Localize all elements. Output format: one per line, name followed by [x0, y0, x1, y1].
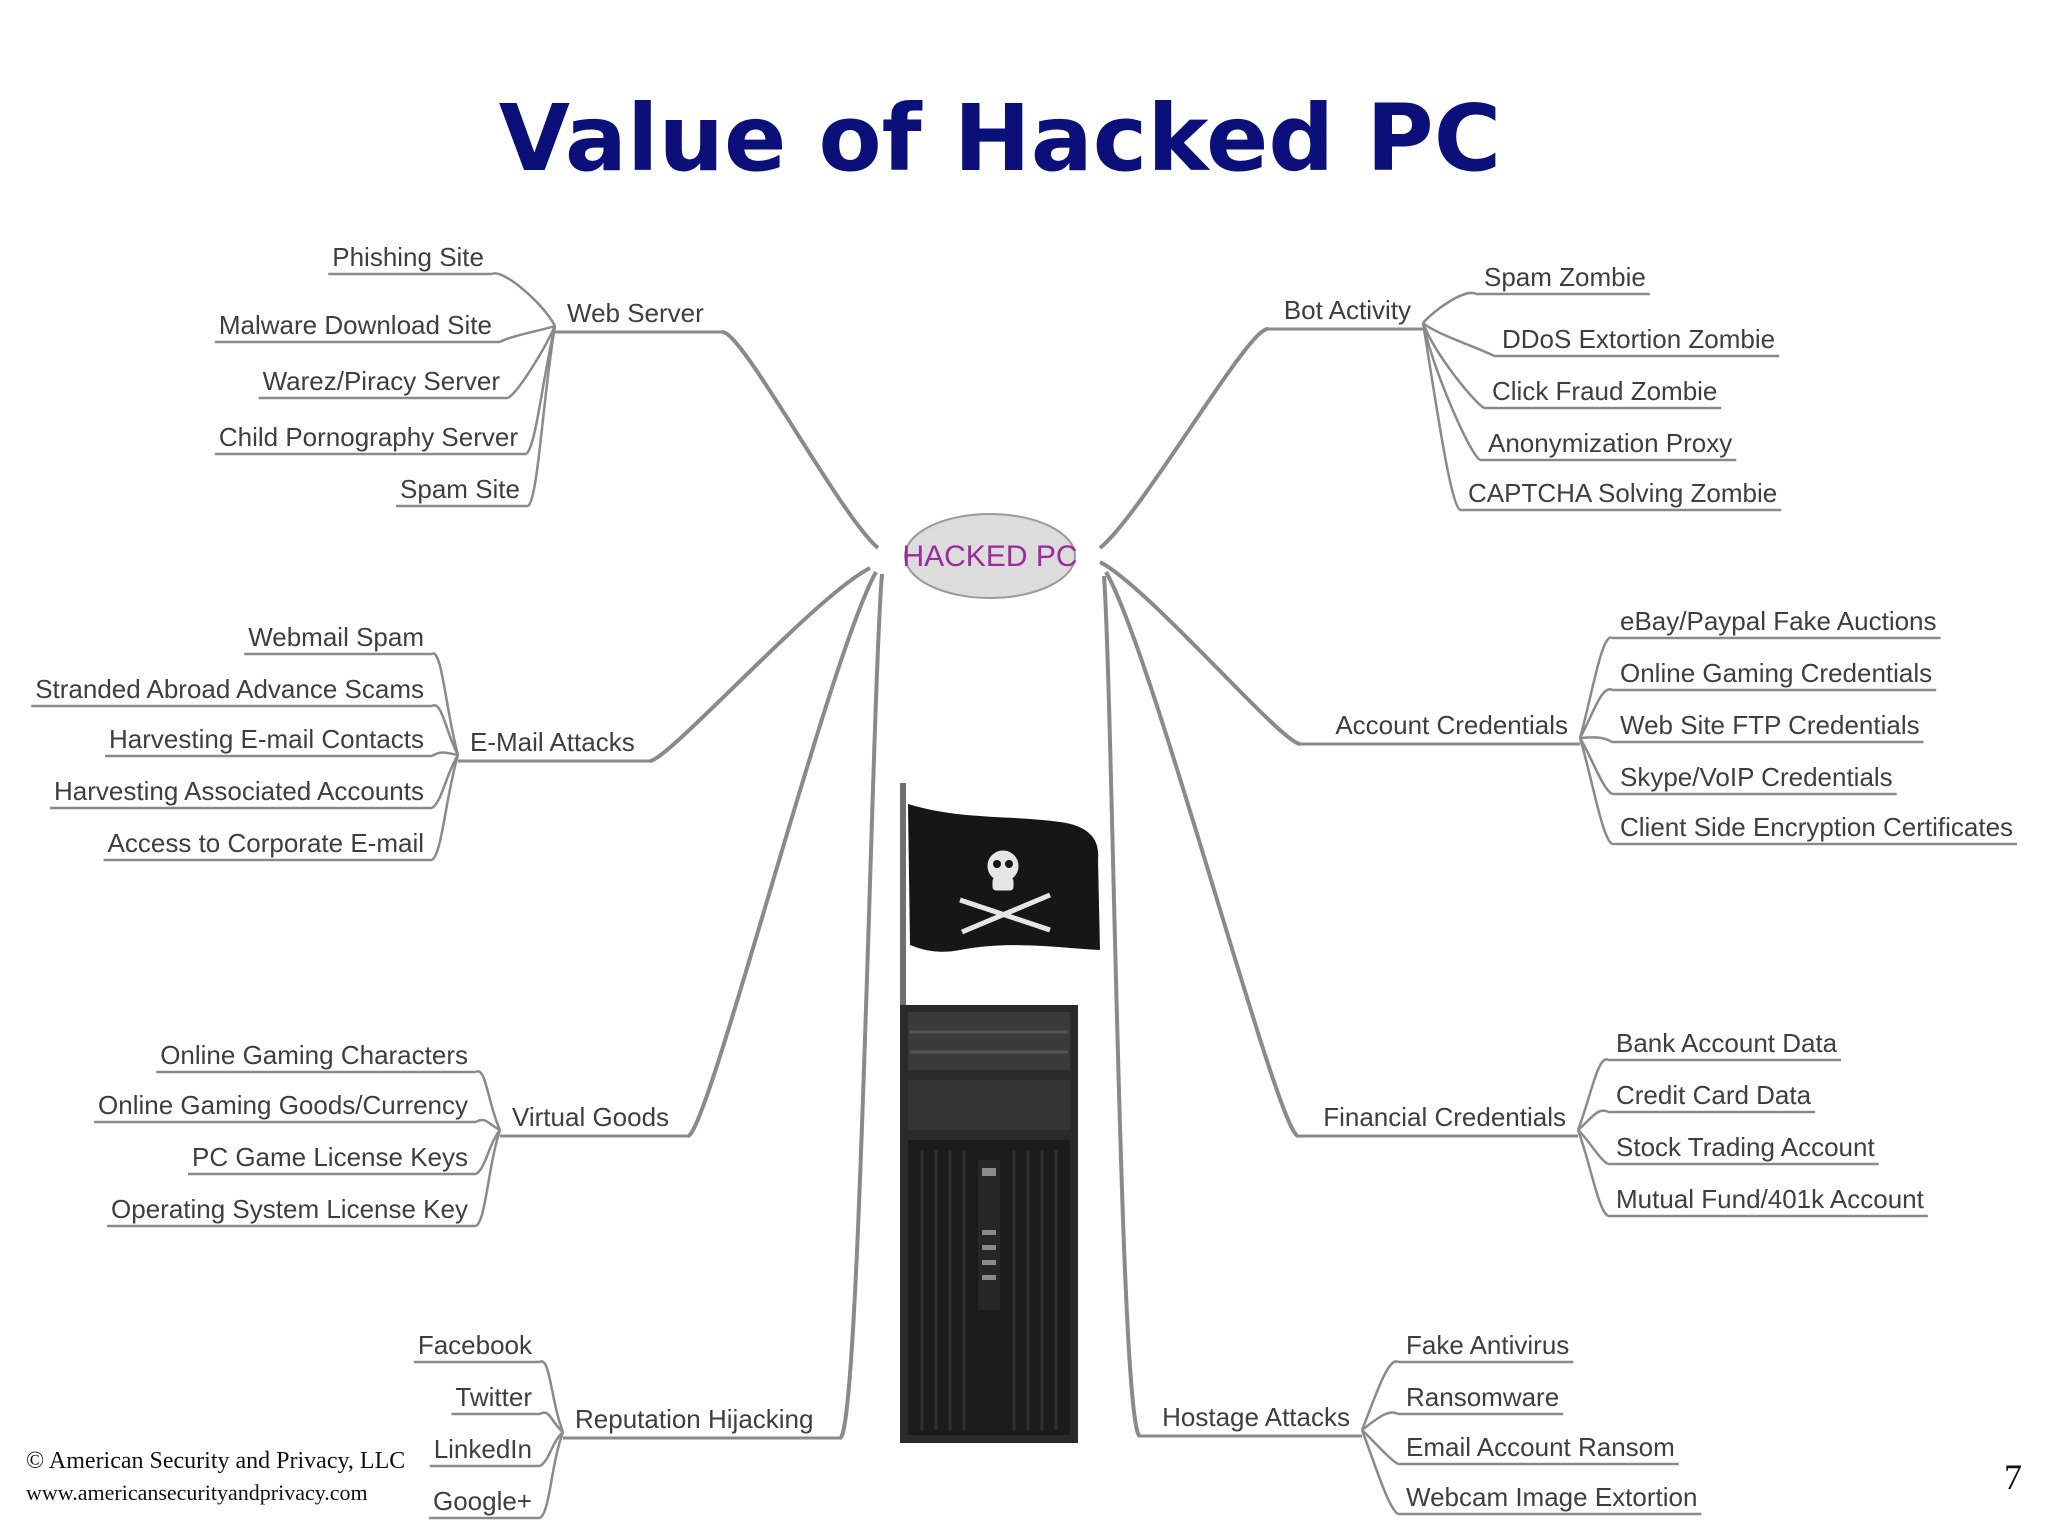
leaf-label: Webmail Spam: [248, 622, 424, 652]
leaf-label: CAPTCHA Solving Zombie: [1468, 478, 1777, 508]
leaf-label: Skype/VoIP Credentials: [1620, 762, 1893, 792]
leaf-label: Child Pornography Server: [219, 422, 518, 452]
leaf-connector: [1360, 1429, 1399, 1516]
leaf-label: Web Site FTP Credentials: [1620, 710, 1920, 740]
leaf-connector: [431, 754, 460, 810]
leaf-label: Online Gaming Goods/Currency: [98, 1090, 468, 1120]
leaf-connector: [475, 1129, 501, 1176]
leaf-connector: [1578, 688, 1613, 739]
leaf-label: Stock Trading Account: [1616, 1132, 1875, 1162]
leaf-label: PC Game License Keys: [192, 1142, 468, 1172]
leaf-label: Email Account Ransom: [1406, 1432, 1675, 1462]
branch-connector: [1104, 571, 1300, 1138]
leaf-connector: [1579, 736, 1613, 744]
branch-label-virtual-goods: Virtual Goods: [512, 1102, 669, 1132]
leaf-connector: [1421, 322, 1485, 410]
branch-connector: [838, 573, 884, 1440]
leaf-connector: [1361, 1429, 1399, 1466]
branch-label-reputation-hijacking: Reputation Hijacking: [575, 1404, 813, 1434]
center-node: HACKED PC: [902, 513, 1078, 599]
leaf-label: Anonymization Proxy: [1488, 428, 1732, 458]
leaf-connector: [475, 1118, 501, 1132]
leaf-connector: [1578, 636, 1613, 739]
leaf-label: Facebook: [418, 1330, 533, 1360]
leaf-connector: [539, 1360, 565, 1433]
leaf-label: Click Fraud Zombie: [1492, 376, 1717, 406]
leaf-connector: [527, 325, 557, 508]
leaf-connector: [475, 1129, 502, 1228]
leaf-connector: [1422, 322, 1495, 358]
leaf-connector: [1361, 1411, 1399, 1432]
leaf-connector: [491, 272, 557, 327]
leaf-label: Access to Corporate E-mail: [108, 828, 424, 858]
branch-connector: [721, 330, 880, 550]
leaf-connector: [539, 1431, 564, 1468]
leaf-label: Mutual Fund/401k Account: [1616, 1184, 1925, 1214]
leaf-label: Harvesting E-mail Contacts: [109, 724, 424, 754]
connector-lines: [31, 272, 2018, 1520]
branch-label-web-server: Web Server: [567, 298, 704, 328]
leaf-connector: [1421, 322, 1481, 462]
leaf-label: Google+: [433, 1486, 532, 1516]
illustration: [900, 783, 1100, 1443]
leaf-connector: [1421, 322, 1461, 512]
leaf-connector: [539, 1411, 564, 1433]
leaf-label: eBay/Paypal Fake Auctions: [1620, 606, 1937, 636]
leaf-connector: [1578, 737, 1613, 846]
slide-title: Value of Hacked PC: [498, 85, 1502, 192]
leaf-label: Operating System License Key: [111, 1194, 468, 1224]
leaf-connector: [1577, 1109, 1609, 1131]
leaf-label: Malware Download Site: [219, 310, 492, 340]
leaf-connector: [499, 324, 556, 344]
leaf-label: Harvesting Associated Accounts: [54, 776, 424, 806]
leaf-label: Spam Zombie: [1484, 262, 1646, 292]
leaf-connector: [475, 1070, 502, 1131]
leaf-connector: [431, 704, 460, 756]
leaf-connector: [1576, 1058, 1609, 1131]
leaf-label: Spam Site: [400, 474, 520, 504]
branch-label-account-credentials: Account Credentials: [1335, 710, 1568, 740]
leaf-connector: [1422, 291, 1477, 324]
leaf-connector: [507, 325, 557, 400]
branch-label-bot-activity: Bot Activity: [1284, 295, 1411, 325]
leaf-label: Fake Antivirus: [1406, 1330, 1569, 1360]
branch-connector: [686, 571, 878, 1138]
page-number: 7: [2004, 1457, 2022, 1497]
leaf-label: Phishing Site: [332, 242, 484, 272]
leaf-connector: [431, 751, 459, 758]
branch-connector: [1098, 327, 1269, 550]
branch-label-email-attacks: E-Mail Attacks: [470, 727, 635, 757]
footer-copyright: © American Security and Privacy, LLC: [26, 1448, 406, 1474]
center-label: HACKED PC: [902, 540, 1077, 573]
leaf-label: Twitter: [455, 1382, 532, 1412]
leaf-label: DDoS Extortion Zombie: [1502, 324, 1775, 354]
leaf-label: Stranded Abroad Advance Scams: [35, 674, 424, 704]
leaf-label: Online Gaming Credentials: [1620, 658, 1932, 688]
leaf-connector: [431, 754, 460, 862]
branch-connector: [1102, 575, 1142, 1438]
branch-connector: [649, 566, 871, 763]
leaf-label: Ransomware: [1406, 1382, 1559, 1412]
leaf-connector: [1360, 1360, 1399, 1431]
leaf-label: LinkedIn: [434, 1434, 532, 1464]
leaf-label: Bank Account Data: [1616, 1028, 1838, 1058]
leaf-label: Warez/Piracy Server: [263, 366, 501, 396]
leaf-connector: [1576, 1129, 1609, 1218]
leaf-connector: [1577, 1129, 1609, 1166]
leaf-label: Online Gaming Characters: [160, 1040, 468, 1070]
leaf-label: Client Side Encryption Certificates: [1620, 812, 2013, 842]
pc-tower-icon: [900, 1005, 1078, 1443]
branch-label-financial-credentials: Financial Credentials: [1323, 1102, 1566, 1132]
leaf-connector: [539, 1431, 565, 1520]
leaf-connector: [431, 652, 460, 756]
branch-label-hostage-attacks: Hostage Attacks: [1162, 1402, 1350, 1432]
leaf-label: Webcam Image Extortion: [1406, 1482, 1697, 1512]
branch-connector: [1099, 560, 1301, 746]
leaf-label: Credit Card Data: [1616, 1080, 1812, 1110]
footer-url: www.americansecurityandprivacy.com: [26, 1480, 368, 1505]
leaf-connector: [1578, 737, 1613, 796]
